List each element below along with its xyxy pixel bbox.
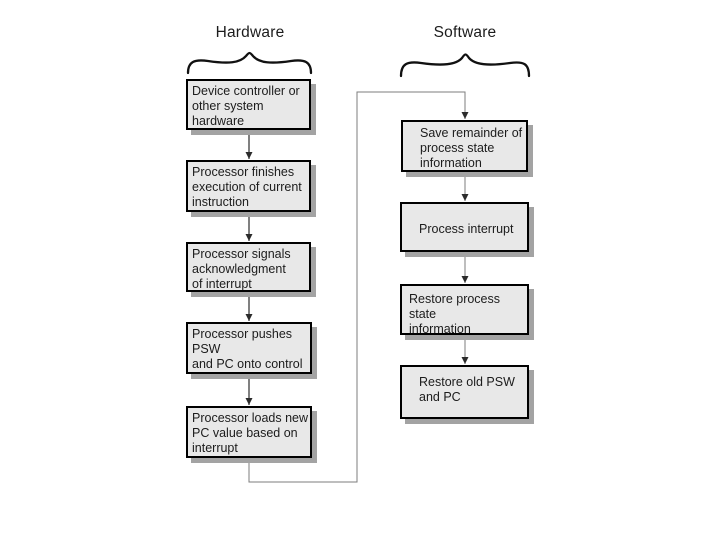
- software-brace-icon: [399, 53, 531, 78]
- hardware-column-header: Hardware: [215, 24, 285, 41]
- flow-step-software-1: Save remainder of process state informat…: [401, 120, 528, 172]
- hardware-brace-icon: [186, 51, 313, 75]
- flow-step-software-2: Process interrupt: [400, 202, 529, 252]
- connector-hardware-to-software: [248, 91, 469, 483]
- flow-step-hardware-2: Processor finishes execution of current …: [186, 160, 311, 212]
- software-column-header: Software: [433, 24, 497, 41]
- flow-step-hardware-4: Processor pushes PSW and PC onto control…: [186, 322, 312, 374]
- flow-step-hardware-3: Processor signals acknowledgment of inte…: [186, 242, 311, 292]
- flow-step-software-3: Restore process state information: [400, 284, 529, 335]
- flow-step-hardware-1: Device controller or other system hardwa…: [186, 79, 311, 130]
- flow-step-hardware-5: Processor loads new PC value based on in…: [186, 406, 312, 458]
- flow-step-software-4: Restore old PSW and PC: [400, 365, 529, 419]
